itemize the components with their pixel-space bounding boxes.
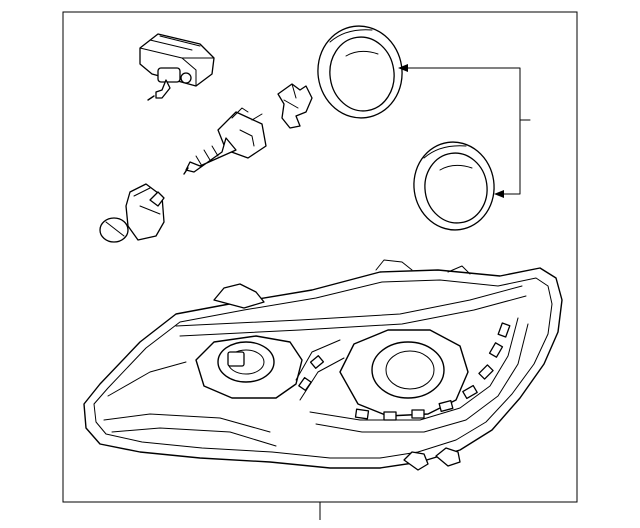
arrow-head-lower bbox=[494, 190, 504, 198]
clip-icon bbox=[278, 84, 312, 128]
seal-ring-icon bbox=[312, 21, 408, 124]
headlamp-icon bbox=[84, 260, 562, 470]
bulb-icon bbox=[184, 108, 266, 174]
socket-icon bbox=[100, 184, 164, 242]
arrow-head-upper bbox=[398, 64, 408, 72]
seal-ring-icon bbox=[408, 137, 499, 235]
callout-bracket bbox=[398, 64, 530, 198]
motor-icon bbox=[140, 34, 214, 100]
